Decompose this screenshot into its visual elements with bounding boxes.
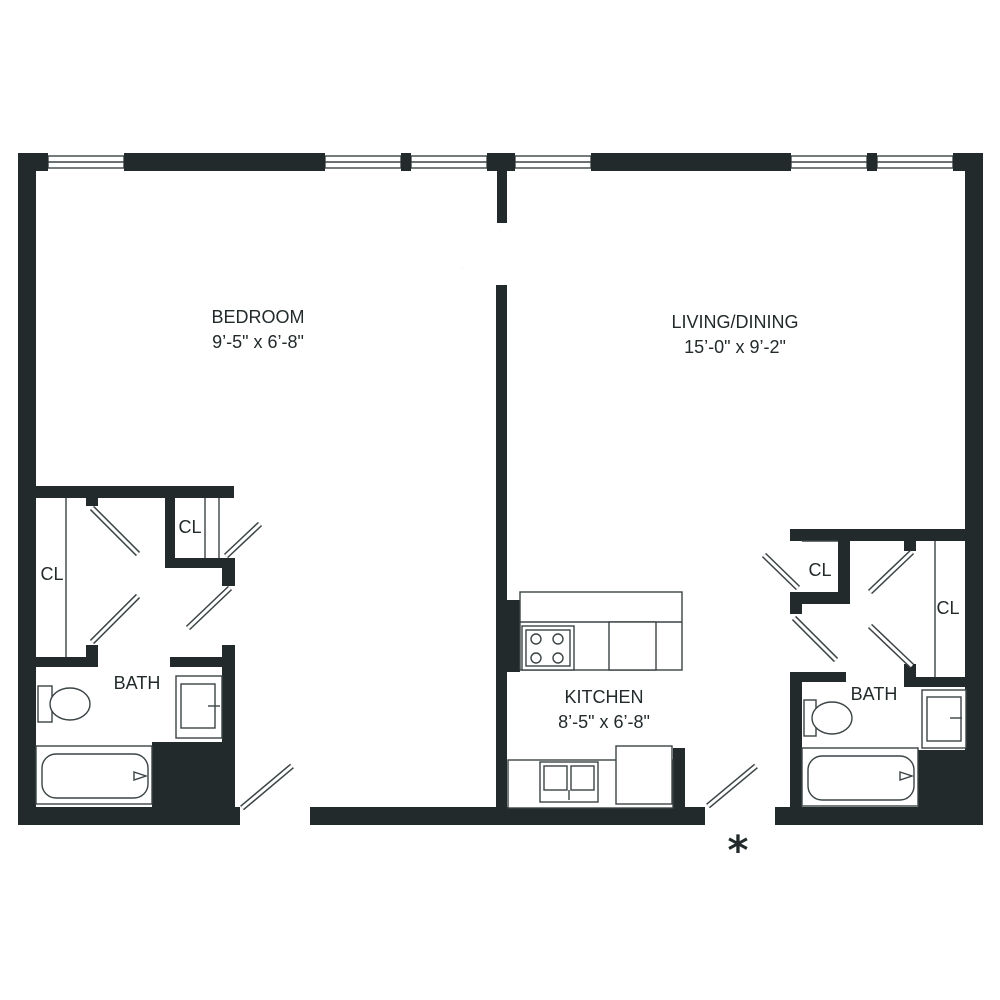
closet-label: CL xyxy=(178,517,201,537)
bathtub-icon xyxy=(35,745,153,805)
left-bath-fixtures xyxy=(35,675,223,805)
sink-icon xyxy=(539,761,599,803)
kitchen-size: 8’-5" x 6’-8" xyxy=(558,712,650,732)
doors xyxy=(89,230,915,811)
toilet-icon xyxy=(37,685,91,723)
bathtub-icon xyxy=(801,747,919,807)
kitchen-fixtures xyxy=(507,591,683,809)
closet-label: CL xyxy=(936,598,959,618)
living-name: LIVING/DINING xyxy=(671,312,798,332)
stove-icon xyxy=(521,625,575,671)
right-bath-fixtures xyxy=(801,689,967,807)
entrance-marker: * xyxy=(728,828,749,874)
room-labels: BEDROOM 9’-5" x 6’-8" LIVING/DINING 15’-… xyxy=(40,307,959,874)
refrigerator-icon xyxy=(608,621,657,671)
bedroom-name: BEDROOM xyxy=(211,307,304,327)
closet-rods xyxy=(65,498,936,677)
right-bath-label: BATH xyxy=(851,684,898,704)
interior-walls xyxy=(36,171,965,812)
dishwasher-icon xyxy=(615,745,673,805)
toilet-icon xyxy=(803,699,853,737)
bedroom-size: 9’-5" x 6’-8" xyxy=(212,332,304,352)
living-size: 15’-0" x 9’-2" xyxy=(684,337,786,357)
bathroom-sink-icon xyxy=(175,675,223,739)
closet-label: CL xyxy=(808,560,831,580)
left-bath-label: BATH xyxy=(114,673,161,693)
closet-label: CL xyxy=(40,564,63,584)
bathroom-sink-icon xyxy=(921,689,967,749)
kitchen-name: KITCHEN xyxy=(564,687,643,707)
